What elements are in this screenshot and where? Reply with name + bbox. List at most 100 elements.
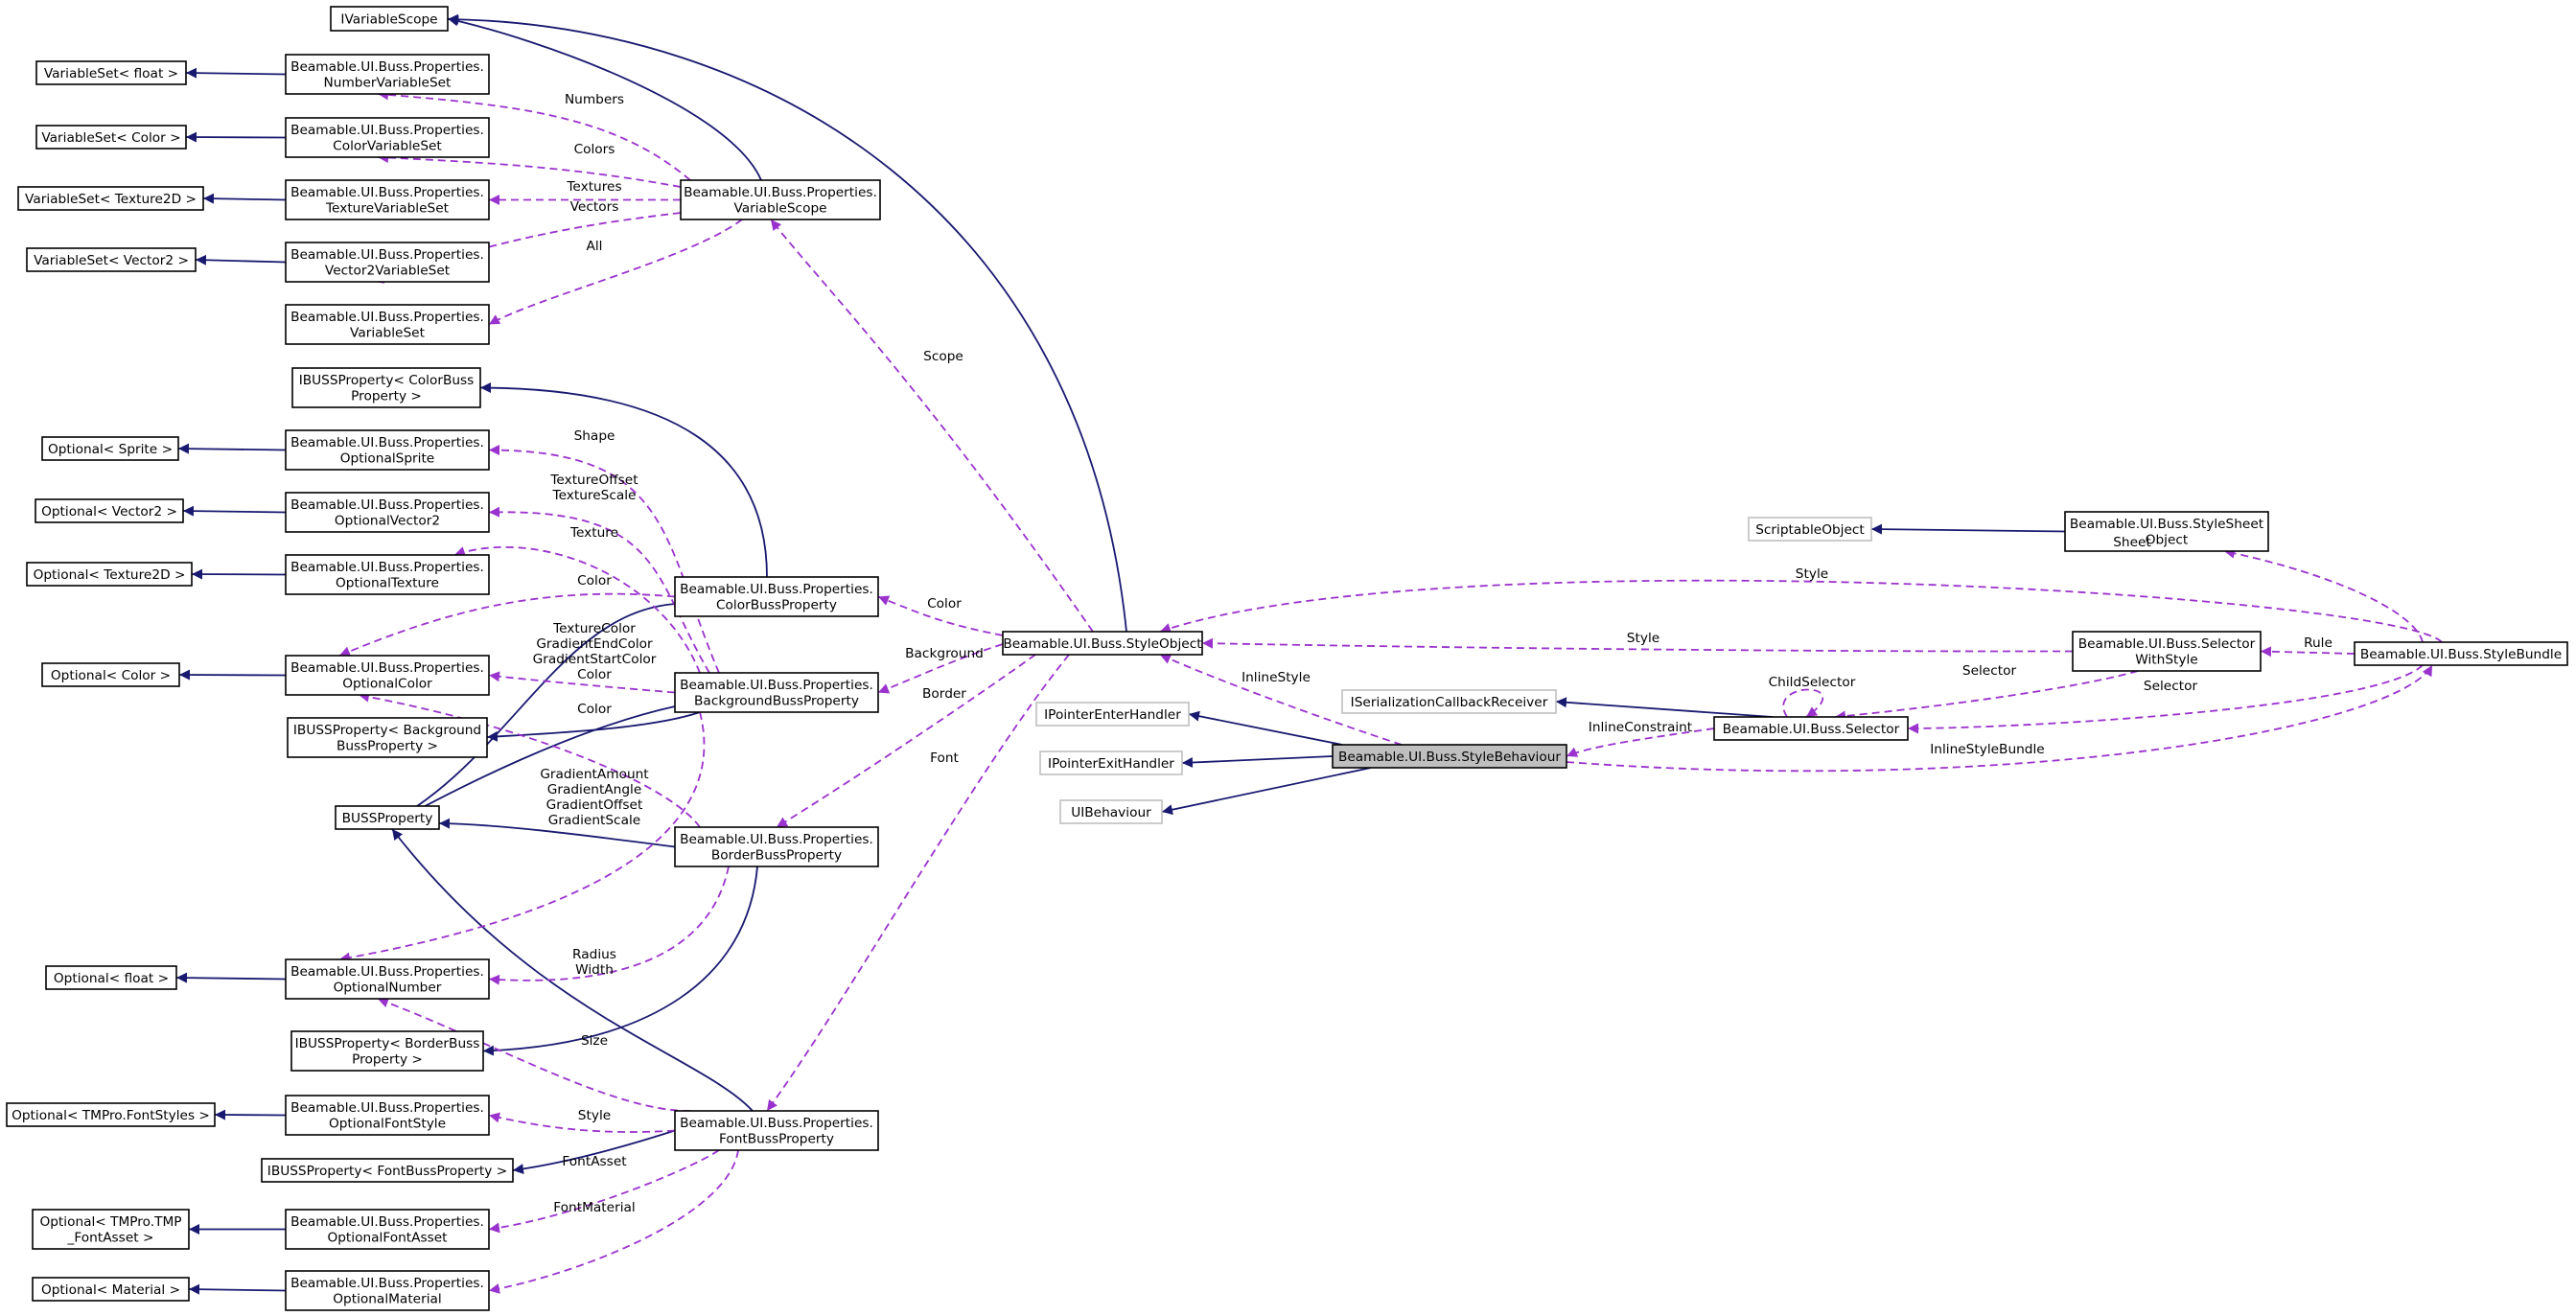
edge-label-color-bg-group: GradientEndColor [536, 636, 653, 652]
node-optionalfontasset[interactable]: Beamable.UI.Buss.Properties.OptionalFont… [285, 1209, 490, 1250]
node-label: Beamable.UI.Buss.Properties. [290, 310, 484, 325]
node-ibuss-border[interactable]: IBUSSProperty< BorderBussProperty > [290, 1030, 484, 1072]
edge-borderbussproperty-radius [488, 866, 730, 985]
edge-selector-to-iserialization [1555, 697, 1774, 718]
node-colorvariableset[interactable]: Beamable.UI.Buss.Properties.ColorVariabl… [285, 117, 490, 158]
node-optionalcolor[interactable]: Beamable.UI.Buss.Properties.OptionalColo… [285, 655, 490, 696]
node-box [680, 179, 881, 220]
node-label: Beamable.UI.Buss.StyleBehaviour [1338, 750, 1561, 765]
node-iserialization[interactable]: ISerializationCallbackReceiver [1341, 689, 1557, 714]
node-box [2072, 631, 2262, 672]
node-opt-texture2d[interactable]: Optional< Texture2D > [26, 562, 193, 587]
node-label: VariableSet< Texture2D > [25, 192, 197, 207]
edge-fontbussproperty-to-bussproperty [391, 828, 754, 1112]
node-ibuss-background[interactable]: IBUSSProperty< BackgroundBussProperty > [287, 717, 488, 758]
edge-label-selector-sws: Selector [1962, 663, 2017, 679]
node-bussproperty[interactable]: BUSSProperty [335, 805, 440, 830]
node-label: OptionalTexture [336, 576, 439, 591]
node-styleobject[interactable]: Beamable.UI.Buss.StyleObject [1002, 631, 1203, 656]
node-box [285, 655, 490, 696]
edge-label-rule: Rule [2304, 635, 2332, 651]
node-opt-fontstyles[interactable]: Optional< TMPro.FontStyles > [6, 1102, 216, 1127]
node-vector2variableset[interactable]: Beamable.UI.Buss.Properties.Vector2Varia… [285, 242, 490, 283]
node-opt-color[interactable]: Optional< Color > [41, 662, 180, 687]
edge-stylebundle-sheet [2223, 547, 2424, 643]
node-fontbussproperty[interactable]: Beamable.UI.Buss.Properties.FontBussProp… [674, 1110, 879, 1151]
node-vs-float[interactable]: VariableSet< float > [35, 60, 187, 85]
node-label: UIBehaviour [1071, 805, 1151, 820]
node-label: Beamable.UI.Buss.Properties. [290, 1214, 484, 1230]
node-optionalvector2[interactable]: Beamable.UI.Buss.Properties.OptionalVect… [285, 492, 490, 533]
node-optionalsprite[interactable]: Beamable.UI.Buss.Properties.OptionalSpri… [285, 429, 490, 471]
node-box [1059, 799, 1163, 824]
node-ivariablescope[interactable]: IVariableScope [330, 6, 449, 32]
edge-label-gradient-group: GradientAngle [547, 782, 642, 797]
node-stylebundle[interactable]: Beamable.UI.Buss.StyleBundle [2354, 641, 2568, 666]
node-box [2354, 641, 2568, 666]
edge-styleobject-background [877, 643, 1004, 694]
node-ipointerexit[interactable]: IPointerExitHandler [1039, 750, 1183, 775]
node-label: BorderBussProperty [711, 848, 842, 864]
node-ibuss-colorbuss[interactable]: IBUSSProperty< ColorBussProperty > [291, 367, 481, 408]
edge-label-fontasset: FontAsset [562, 1154, 627, 1169]
node-opt-tmpfontasset[interactable]: Optional< TMPro.TMP_FontAsset > [32, 1209, 190, 1250]
node-label: OptionalColor [342, 677, 432, 692]
node-label: Property > [352, 1052, 423, 1068]
edge-variablescope-numbers [377, 89, 691, 181]
edge-backgroundbussproperty-texture [453, 546, 701, 674]
node-label: Beamable.UI.Buss.Properties. [290, 59, 484, 75]
edge-label-color-so: Color [927, 596, 962, 612]
node-box [1002, 631, 1203, 656]
node-label: ISerializationCallbackReceiver [1351, 695, 1548, 710]
node-uibehaviour[interactable]: UIBehaviour [1059, 799, 1163, 824]
node-ipointerenter[interactable]: IPointerEnterHandler [1035, 702, 1190, 727]
node-ibuss-font[interactable]: IBUSSProperty< FontBussProperty > [261, 1158, 514, 1183]
node-optionaltexture[interactable]: Beamable.UI.Buss.Properties.OptionalText… [285, 554, 490, 595]
node-optionalfontstyle[interactable]: Beamable.UI.Buss.Properties.OptionalFont… [285, 1095, 490, 1136]
node-box [45, 965, 177, 990]
node-variablescope[interactable]: Beamable.UI.Buss.Properties.VariableScop… [680, 179, 881, 220]
node-box [285, 554, 490, 595]
edge-borderbussproperty-to-bussproperty [438, 818, 676, 848]
edge-label-gradient-group: GradientOffset [546, 797, 643, 813]
node-opt-float[interactable]: Optional< float > [45, 965, 177, 990]
node-variableset[interactable]: Beamable.UI.Buss.Properties.VariableSet [285, 304, 490, 345]
node-stylebehaviour[interactable]: Beamable.UI.Buss.StyleBehaviour [1332, 744, 1567, 769]
edge-stylebundle-style [1159, 579, 2443, 643]
edge-variablescope-all [488, 219, 743, 326]
node-opt-vector2[interactable]: Optional< Vector2 > [35, 498, 184, 523]
node-vs-texture2d[interactable]: VariableSet< Texture2D > [17, 186, 204, 211]
node-backgroundbussproperty[interactable]: Beamable.UI.Buss.Properties.BackgroundBu… [674, 672, 879, 713]
node-numbervariableset[interactable]: Beamable.UI.Buss.Properties.NumberVariab… [285, 54, 490, 95]
node-texturevariableset[interactable]: Beamable.UI.Buss.Properties.TextureVaria… [285, 179, 490, 220]
node-label: Beamable.UI.Buss.Properties. [290, 123, 484, 138]
edge-optionaltexture-to-opt-texture2d [191, 568, 287, 580]
node-label: BackgroundBussProperty [694, 694, 859, 709]
node-label: _FontAsset > [67, 1231, 154, 1246]
node-scriptableobject[interactable]: ScriptableObject [1748, 517, 1872, 542]
node-borderbussproperty[interactable]: Beamable.UI.Buss.Properties.BorderBussPr… [674, 826, 879, 867]
edge-fontbussproperty-to-ibuss-font [512, 1129, 676, 1174]
edge-label-radius-width: Width [575, 962, 614, 978]
node-vs-vector2[interactable]: VariableSet< Vector2 > [26, 247, 197, 272]
node-optionalnumber[interactable]: Beamable.UI.Buss.Properties.OptionalNumb… [285, 958, 490, 1000]
node-label: Beamable.UI.Buss.Selector [1723, 722, 1900, 737]
edge-colorbussproperty-to-ibuss-colorbuss [479, 382, 768, 578]
edge-label-all: All [587, 239, 603, 254]
node-box [1039, 750, 1183, 775]
node-label: IBUSSProperty< ColorBuss [299, 373, 475, 388]
node-opt-sprite[interactable]: Optional< Sprite > [41, 436, 179, 461]
node-opt-material[interactable]: Optional< Material > [32, 1277, 190, 1302]
node-label: BUSSProperty [342, 811, 433, 826]
node-selector[interactable]: Beamable.UI.Buss.Selector [1713, 716, 1909, 741]
edge-vector2variableset-to-vs-vector2 [195, 254, 287, 266]
node-optionalmaterial[interactable]: Beamable.UI.Buss.Properties.OptionalMate… [285, 1270, 490, 1311]
edge-stylebehaviour-to-ipointerexit [1181, 755, 1334, 769]
node-vs-color[interactable]: VariableSet< Color > [35, 125, 187, 150]
node-colorbussproperty[interactable]: Beamable.UI.Buss.Properties.ColorBussPro… [674, 576, 879, 617]
node-box [35, 498, 184, 523]
edge-fontbussproperty-fontasset [488, 1149, 720, 1234]
node-label: OptionalSprite [340, 451, 434, 467]
